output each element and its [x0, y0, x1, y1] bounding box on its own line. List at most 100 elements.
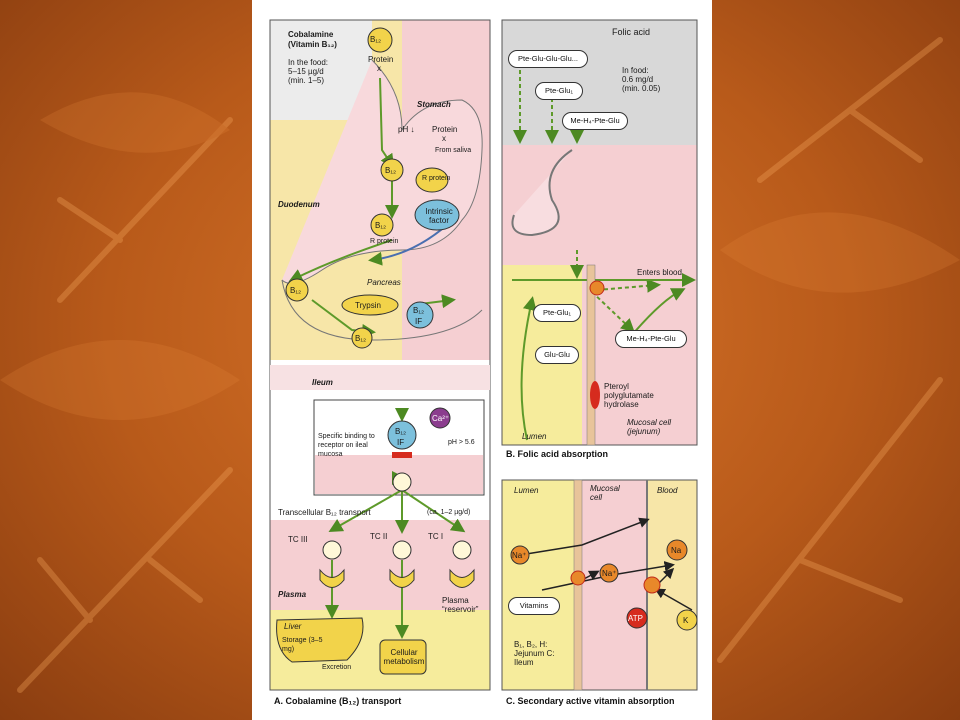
figure-page: Cobalamine (Vitamin B₁₂) In the food: 5–… [252, 0, 712, 720]
mucosal-cell-b-label: Mucosal cell (jejunum) [627, 418, 672, 436]
excretion-label: Excretion [322, 664, 352, 671]
k-node [676, 609, 698, 631]
jejunum-tube [511, 149, 573, 237]
trypsin-label: Trypsin [355, 301, 381, 310]
cellular-metabolism-label: Cellular metabolism [383, 648, 425, 666]
hydrolase-label: Pteroyl polyglutamate hydrolase [604, 382, 654, 409]
tc1-carrier [449, 568, 475, 588]
b12-protein-node [367, 27, 393, 53]
transcellular-label: Transcellular B₁₂ transport [278, 508, 371, 517]
tc2-label: TC II [370, 532, 388, 541]
r-protein-label-stomach: R protein [422, 175, 451, 182]
vitamin-b12-title: (Vitamin B₁₂) [288, 40, 337, 49]
na-lumen-node [510, 545, 530, 565]
b12-label-stomach: B₁₂ [385, 166, 397, 175]
trypsin-pill [341, 294, 399, 316]
calcium-ion [429, 407, 451, 429]
tc2-node [392, 540, 412, 560]
b12-label-top: B₁₂ [370, 35, 382, 44]
lumen-c-label: Lumen [514, 486, 539, 495]
na-blood-node [666, 539, 688, 561]
me-h4-lower-pill: Me-H₄-Pte-Glu [615, 330, 687, 348]
plasma-reservoir-label: Plasma “reservoir” [442, 596, 479, 614]
caption-c: C. Secondary active vitamin absorption [506, 696, 675, 706]
r-protein-shape [415, 167, 449, 193]
tc1-node [452, 540, 472, 560]
blood-c-label: Blood [657, 486, 678, 495]
tc1-label: TC I [428, 532, 444, 541]
b12-label-pancreas: B₁₂ [290, 286, 302, 295]
b12-label-ileal: B₁₂ [395, 427, 407, 436]
min-dose-label: (min. 1–5) [288, 76, 325, 85]
lumen-b-label: Lumen [522, 432, 547, 441]
receptor [392, 452, 412, 458]
na-k-pump [643, 576, 661, 594]
intrinsic-factor-label: Intrinsic factor [425, 207, 453, 225]
protein-label-stomach: Protein [432, 125, 458, 134]
x-label-stomach: x [442, 134, 446, 143]
intrinsic-factor-shape [414, 199, 460, 231]
b12-label-duodenum: B₁₂ [375, 221, 387, 230]
ph56-label: pH > 5.6 [448, 439, 475, 446]
folic-in-food-label: In food: [622, 66, 649, 75]
from-saliva-label: From saliva [435, 147, 472, 154]
vitamins-pill: Vitamins [508, 597, 560, 615]
brush-border-b [586, 264, 596, 446]
symporter-c [570, 570, 586, 586]
protein-label-top: Protein [368, 55, 394, 64]
cobalamine-title: Cobalamine [288, 30, 334, 39]
glu-glu-pill: Glu-Glu [535, 346, 579, 364]
na-blood-label: Na [671, 546, 682, 555]
ph-label: pH ↓ [398, 125, 415, 134]
pte-glu1-lower-pill: Pte-Glu₁ [533, 304, 581, 322]
me-h4-top-pill: Me-H₄-Pte-Glu [562, 112, 628, 130]
ileum-label: Ileum [312, 378, 333, 387]
na-cell-label: Na⁺ [602, 569, 617, 578]
b12-if-node [406, 301, 434, 329]
hydrolase-red [590, 381, 600, 409]
r-protein-label-duodenum: R protein [370, 238, 399, 245]
x-label-top: x [377, 64, 381, 73]
b12-stomach-node [380, 158, 404, 182]
caption-b: B. Folic acid absorption [506, 449, 609, 459]
storage-label: Storage (3–5 mg) [282, 637, 323, 653]
transporter-b [589, 280, 605, 296]
k-label: K [683, 616, 689, 625]
plasma-label: Plasma [278, 590, 307, 599]
dose-label: 5–15 µg/d [288, 67, 324, 76]
ca-label: Ca²⁺ [432, 414, 450, 423]
vitamin-site-note: B₁, B₂, H: Jejunum C: Ileum [514, 640, 555, 667]
pte-glu-glu-glu-pill: Pte-Glu-Glu-Glu... [508, 50, 588, 68]
folic-acid-label: Folic acid [612, 27, 651, 37]
tc2-carrier [389, 568, 415, 588]
atp-label: ATP [628, 614, 643, 623]
na-cell-node [599, 563, 619, 583]
b12-label-if: B₁₂ [413, 306, 425, 315]
if-label-ileal: IF [397, 438, 405, 447]
pancreas-label: Pancreas [367, 278, 401, 287]
na-lumen-label: Na⁺ [512, 551, 527, 560]
atp-node [626, 607, 648, 629]
tc3-node [322, 540, 342, 560]
ileum-band [270, 365, 490, 390]
stomach-label: Stomach [417, 100, 451, 109]
in-food-label: In the food: [288, 58, 329, 67]
transport-rate-label: (ca. 1–2 µg/d) [427, 509, 471, 516]
pte-glu1-top-pill: Pte-Glu₁ [535, 82, 583, 100]
liver-label: Liver [284, 622, 302, 631]
b12-free-node [351, 327, 373, 349]
tc3-carrier [319, 568, 345, 588]
specific-binding-label: Specific binding to receptor on ileal mu… [318, 433, 375, 458]
b12-transport-node [392, 472, 412, 492]
b12-if-ileal-node [387, 420, 417, 450]
cellular-metabolism-box [379, 639, 427, 675]
folic-dose-label: 0.6 mg/d [622, 75, 654, 84]
b12-duodenum-node [285, 278, 309, 302]
tc3-label: TC III [288, 535, 308, 544]
caption-a: A. Cobalamine (B₁₂) transport [274, 696, 402, 706]
diagram-canvas [269, 19, 698, 691]
folic-min-label: (min. 0.05) [622, 84, 661, 93]
b12-r-protein-node [370, 213, 394, 237]
liver-shape [276, 617, 364, 663]
